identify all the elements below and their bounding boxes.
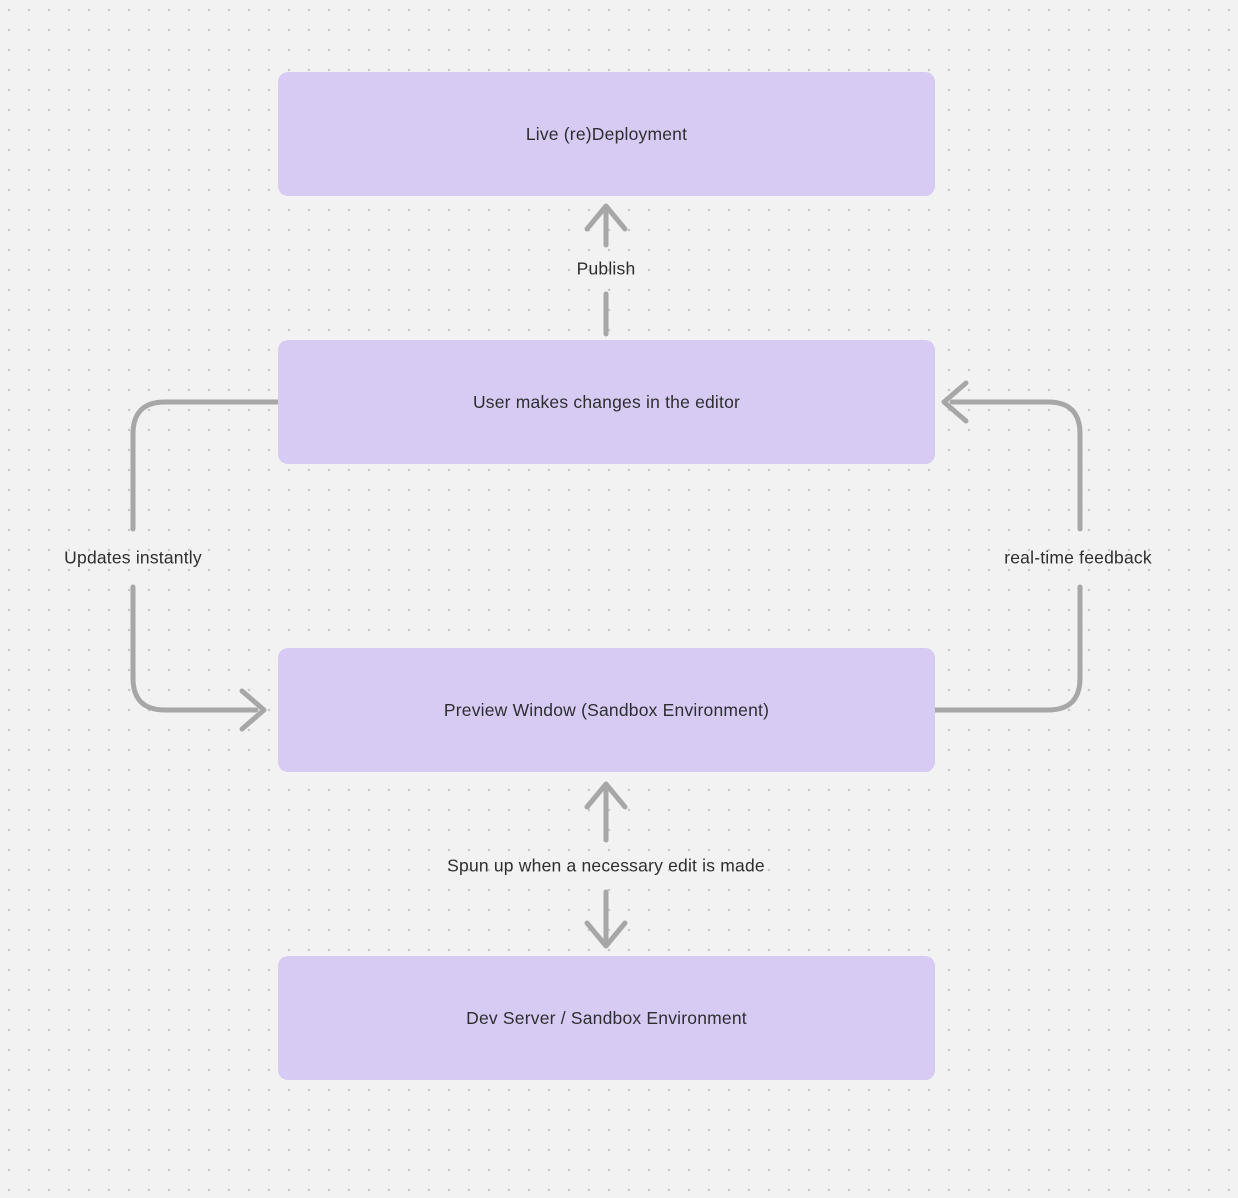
arrowhead-down-icon	[584, 920, 628, 949]
edge-real-time-feedback	[932, 380, 1083, 713]
arrowhead-up-icon	[584, 781, 628, 810]
edge-feedback-line-bottom	[932, 584, 1083, 713]
node-editor: User makes changes in the editor	[278, 340, 935, 464]
edge-label-spun-up: Spun up when a necessary edit is made	[447, 855, 765, 876]
node-live-deployment: Live (re)Deployment	[278, 72, 935, 196]
edge-spun-up	[584, 781, 628, 949]
arrowhead-left-icon	[941, 380, 969, 424]
edge-publish	[584, 203, 628, 337]
node-dev-server: Dev Server / Sandbox Environment	[278, 956, 935, 1080]
arrowhead-right-icon	[239, 688, 267, 732]
node-editor-label: User makes changes in the editor	[472, 391, 741, 412]
edge-label-updates-instantly: Updates instantly	[64, 547, 202, 568]
edge-feedback-line-top	[949, 399, 1083, 532]
node-preview-label: Preview Window (Sandbox Environment)	[443, 699, 770, 720]
node-preview: Preview Window (Sandbox Environment)	[278, 648, 935, 772]
node-live-deployment-label: Live (re)Deployment	[525, 123, 688, 144]
edge-updates-line-top	[130, 399, 281, 532]
edge-updates-line-bottom	[130, 584, 259, 713]
arrowhead-up-icon	[584, 203, 628, 232]
edge-label-real-time-feedback: real-time feedback	[1004, 547, 1152, 568]
edge-updates-instantly	[130, 399, 281, 732]
edge-label-publish: Publish	[576, 258, 636, 279]
node-dev-server-label: Dev Server / Sandbox Environment	[466, 1007, 747, 1028]
